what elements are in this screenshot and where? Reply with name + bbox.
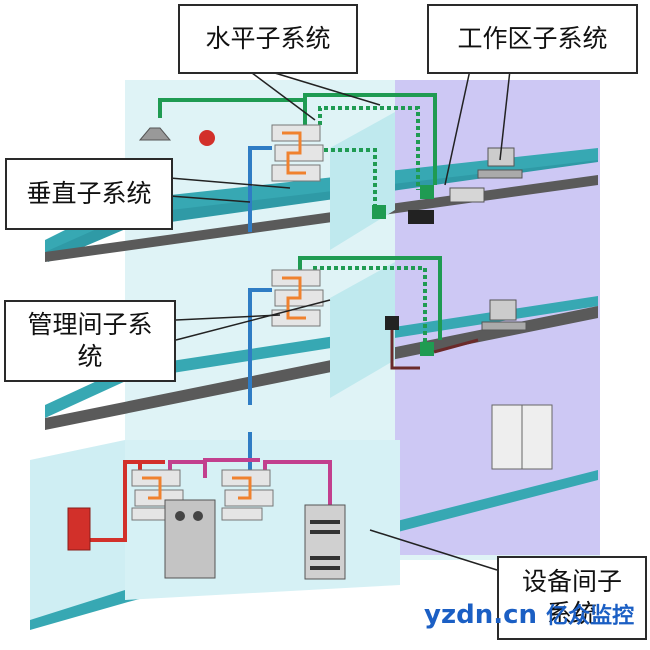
horizontal-subsystem-label: 水平子系统: [178, 4, 358, 74]
callout-pointers: [169, 69, 511, 571]
floor-2-top: [45, 296, 598, 418]
patch-panel-floor-3: [271, 124, 324, 182]
camera-floor-2: [385, 316, 399, 330]
patch-panel-floor-2: [271, 269, 324, 327]
watermark-brand: 亿众监控: [546, 604, 635, 629]
wall-outlet-floor-3-b: [372, 205, 386, 219]
vertical-riser-cable: [248, 146, 272, 232]
equipment-cable-3: [263, 460, 332, 505]
wall-outlet-floor-2: [420, 342, 434, 356]
server-cabinet-left: [164, 499, 216, 579]
equipment-red-cable-2: [138, 460, 165, 470]
server-cabinet-right: [304, 504, 346, 580]
equipment-red-cable: [90, 460, 140, 542]
computer-floor-2: [481, 299, 527, 331]
equipment-room-line2: 系统: [546, 599, 597, 628]
vertical-subsystem-label: 垂直子系统: [5, 158, 173, 230]
equipment-room-line1: 设备间子: [521, 566, 622, 596]
horizontal-cable-mid-1: [298, 256, 442, 340]
horizontal-cable-mid-2: [313, 266, 427, 345]
admin-subsystem-line2: 统: [77, 342, 103, 371]
wall-outlet-floor-3: [420, 185, 434, 199]
alarm-bell: [199, 130, 215, 146]
horizontal-subsystem-text: 水平子系统: [205, 23, 331, 53]
phone-floor-3: [408, 210, 434, 224]
ceiling-lamp: [138, 127, 172, 141]
patch-panel-ground-b: [221, 469, 274, 521]
elevator-door: [491, 404, 553, 470]
horizontal-cable-top-1: [303, 93, 437, 185]
watermark: yzdn.cn 亿众监控: [424, 598, 634, 630]
admin-subsystem-label: 管理间子系 统: [4, 300, 176, 382]
printer-floor-3: [449, 187, 485, 203]
floor-3-top: [45, 148, 598, 252]
fire-alarm-panel: [67, 507, 91, 551]
floor-2-edge: [45, 306, 598, 430]
horizontal-cable-top-2: [318, 106, 420, 190]
floor-2-partition: [330, 262, 395, 398]
equipment-room-subsystem-label: 设备间子 系统: [497, 556, 647, 640]
horizontal-cable-top-3: [310, 148, 377, 205]
admin-subsystem-line1: 管理间子系: [27, 309, 153, 339]
vertical-subsystem-text: 垂直子系统: [26, 178, 152, 208]
phone-cable-floor-2: [390, 330, 479, 370]
vertical-riser-cable-2: [248, 288, 272, 405]
floor-3-slab: [45, 150, 598, 262]
work-area-subsystem-label: 工作区子系统: [427, 4, 638, 74]
equipment-cable-2: [203, 458, 260, 470]
watermark-domain: yzdn.cn: [424, 600, 538, 630]
work-area-subsystem-text: 工作区子系统: [457, 23, 608, 53]
